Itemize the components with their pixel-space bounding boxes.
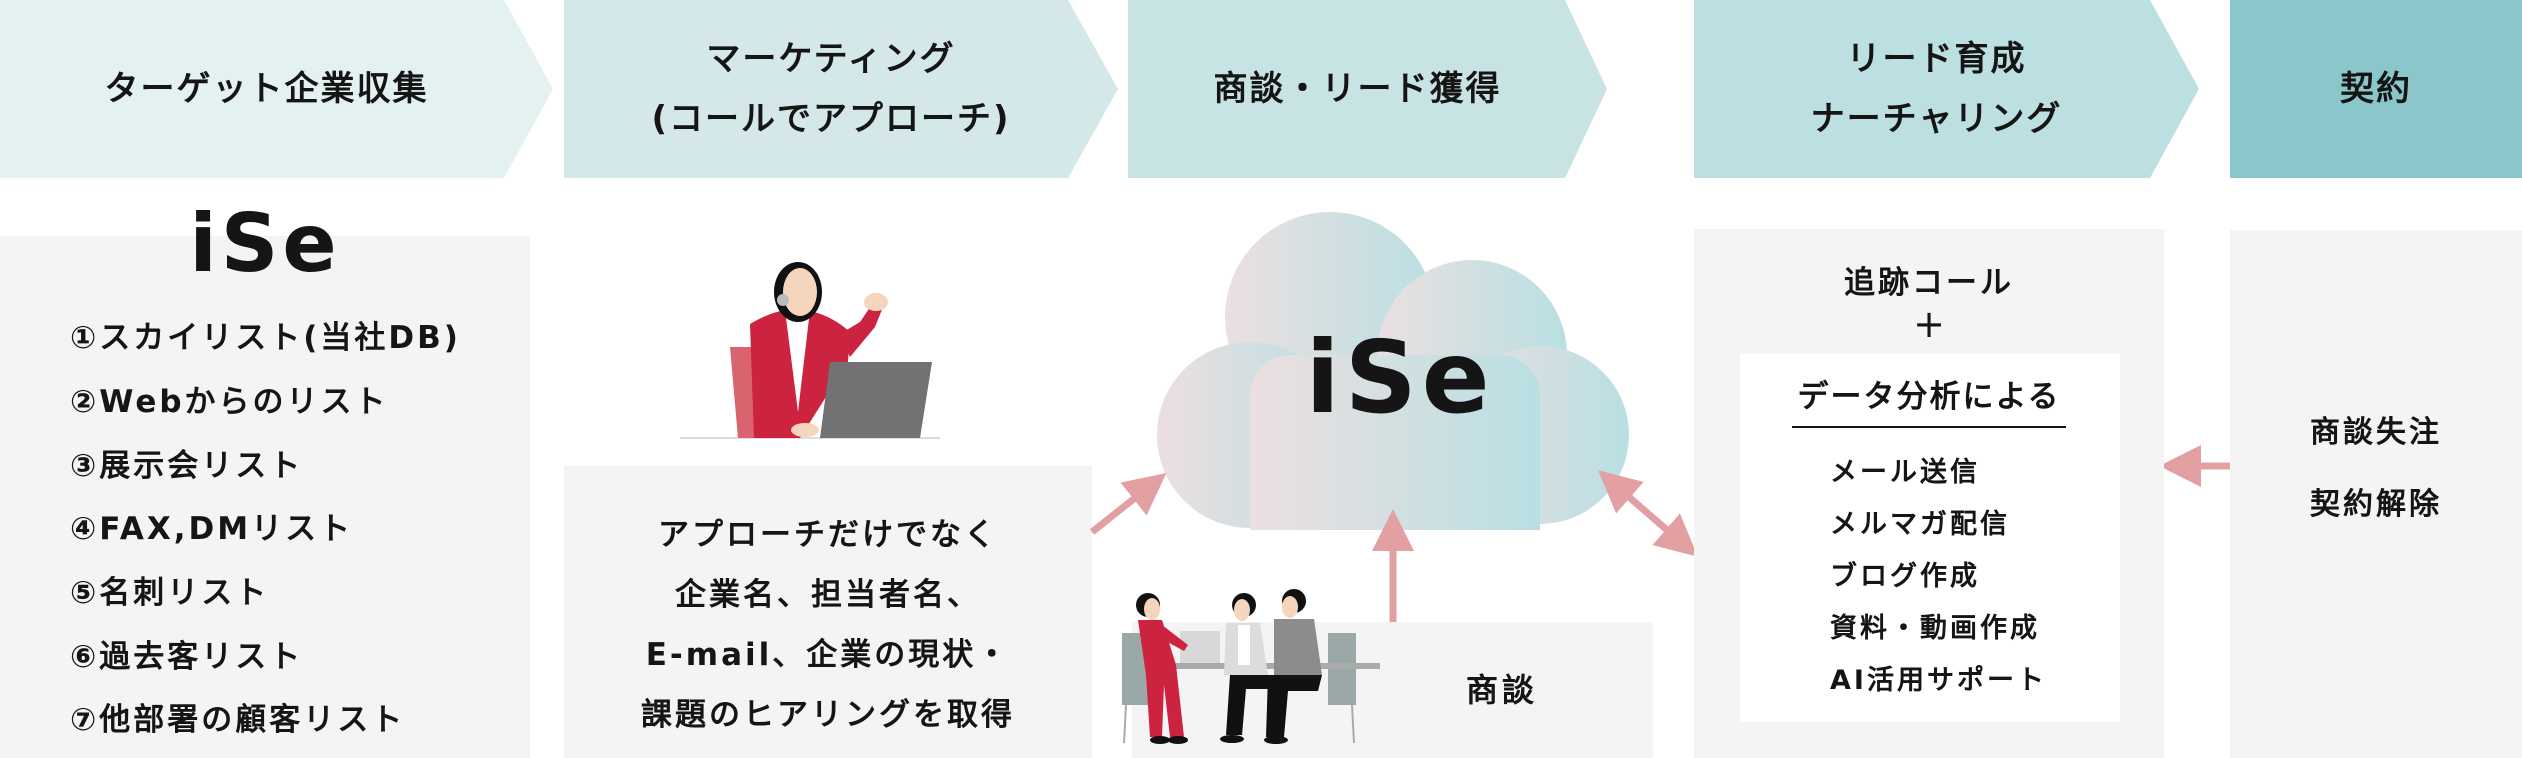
list-item: AI活用サポート bbox=[1830, 665, 2047, 696]
step-label: 商談・リード獲得 bbox=[1213, 69, 1502, 109]
meeting-illustration bbox=[1118, 585, 1380, 745]
list-item: ①スカイリスト(当社DB) bbox=[70, 320, 461, 356]
step-label: 契約 bbox=[2340, 69, 2412, 109]
contract-outcomes-panel bbox=[2230, 230, 2522, 758]
list-item: ③展示会リスト bbox=[70, 448, 304, 484]
operator-illustration bbox=[680, 262, 940, 442]
description-line: E-mail、企業の現状・ bbox=[645, 637, 1011, 673]
chevron-shape bbox=[0, 0, 553, 178]
outcome-lost-deal: 商談失注 bbox=[2310, 415, 2442, 450]
arrow-cloud-nurturing-bidirectional bbox=[1598, 470, 1698, 557]
list-item: ②Webからのリスト bbox=[70, 384, 389, 420]
marketing-description-panel bbox=[564, 466, 1092, 758]
step-label: リード育成 ナーチャリング bbox=[1810, 39, 2063, 139]
arrow-marketing-to-cloud bbox=[1089, 472, 1167, 535]
cloud-label: iSe bbox=[1305, 319, 1495, 436]
step-header-target-collection: ターゲット企業収集 bbox=[0, 0, 553, 178]
step-header-marketing: マーケティング (コールでアプローチ) bbox=[564, 0, 1118, 178]
list-item: ⑦他部署の顧客リスト bbox=[70, 702, 406, 738]
step-header-contract: 契約 bbox=[2230, 0, 2522, 178]
step-label: マーケティング (コールでアプローチ) bbox=[651, 39, 1011, 139]
list-item: メルマガ配信 bbox=[1830, 509, 2010, 540]
list-item: 資料・動画作成 bbox=[1830, 613, 2040, 644]
data-analysis-title: データ分析による bbox=[1797, 379, 2061, 415]
meeting-label: 商談 bbox=[1466, 671, 1539, 709]
plus-sign: + bbox=[1913, 302, 1945, 346]
title-underline bbox=[1792, 426, 2066, 428]
chevron-shape bbox=[1694, 0, 2199, 178]
ise-logo: iSe bbox=[189, 197, 341, 290]
step-header-nurturing: リード育成 ナーチャリング bbox=[1694, 0, 2199, 178]
outcome-contract-cancellation: 契約解除 bbox=[2310, 487, 2442, 522]
list-item: メール送信 bbox=[1830, 457, 1980, 488]
target-sources-panel bbox=[0, 236, 530, 758]
step-header-lead-acquisition: 商談・リード獲得 bbox=[1128, 0, 1607, 178]
description-line: アプローチだけでなく bbox=[658, 517, 998, 553]
list-item: ④FAX,DMリスト bbox=[70, 511, 354, 547]
list-item: ⑤名刺リスト bbox=[70, 575, 270, 611]
ise-cloud bbox=[1150, 205, 1640, 535]
list-item: ブログ作成 bbox=[1830, 561, 1980, 592]
description-line: 課題のヒアリングを取得 bbox=[641, 697, 1015, 733]
list-item: ⑥過去客リスト bbox=[70, 639, 304, 675]
description-line: 企業名、担当者名、 bbox=[675, 577, 981, 613]
step-label: ターゲット企業収集 bbox=[104, 69, 429, 109]
chevron-shape bbox=[1128, 0, 1607, 178]
chevron-shape bbox=[564, 0, 1118, 178]
data-analysis-box bbox=[1740, 354, 2120, 722]
marketing-description: アプローチだけでなく 企業名、担当者名、 E-mail、企業の現状・ 課題のヒア… bbox=[564, 505, 1092, 745]
follow-up-call-title: 追跡コール bbox=[1844, 265, 2014, 301]
